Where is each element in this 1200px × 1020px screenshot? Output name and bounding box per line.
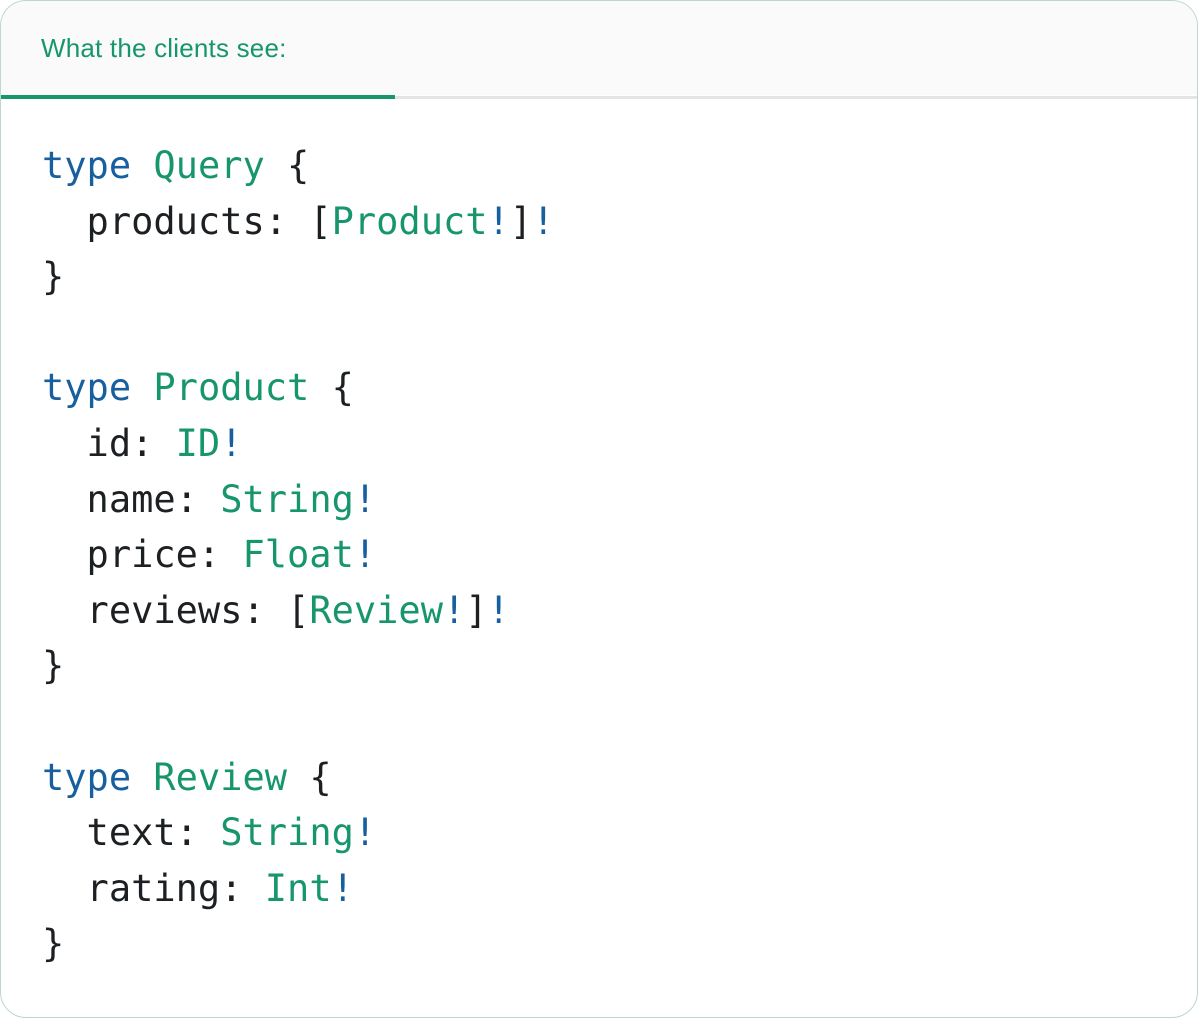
tab-bar: What the clients see: bbox=[1, 1, 1197, 95]
code-token: ! bbox=[220, 421, 243, 465]
code-token: Query bbox=[153, 144, 265, 187]
code-line: price: Float! bbox=[42, 527, 1167, 583]
code-token: } bbox=[42, 922, 65, 966]
code-token: id: bbox=[42, 421, 176, 465]
code-token: ! bbox=[353, 477, 377, 521]
code-line: rating: Int! bbox=[42, 861, 1167, 917]
code-token: } bbox=[42, 644, 65, 688]
code-token: { bbox=[287, 755, 332, 799]
code-token: [ bbox=[287, 588, 310, 632]
code-token: Int bbox=[264, 866, 332, 910]
code-token: type bbox=[42, 755, 132, 799]
code-token: ID bbox=[175, 421, 221, 465]
code-line: name: String! bbox=[42, 472, 1167, 528]
code-line: type Review { bbox=[42, 750, 1167, 806]
code-token: String bbox=[220, 811, 354, 855]
code-token: name: bbox=[42, 477, 221, 521]
code-token: type bbox=[42, 366, 132, 410]
tab-label: What the clients see: bbox=[41, 32, 287, 63]
code-token: ! bbox=[487, 199, 510, 243]
code-token: text: bbox=[42, 811, 221, 855]
code-token: ! bbox=[353, 811, 377, 855]
code-token bbox=[131, 144, 153, 187]
code-block: type Query { products: [Product!]!} type… bbox=[1, 95, 1197, 972]
code-line: products: [Product!]! bbox=[42, 194, 1167, 250]
code-token: { bbox=[264, 144, 310, 187]
tab-what-clients-see[interactable]: What the clients see: bbox=[1, 1, 287, 95]
code-token: ! bbox=[353, 533, 377, 577]
code-token bbox=[131, 756, 153, 799]
code-token: Review bbox=[309, 588, 443, 632]
code-token: ! bbox=[442, 588, 466, 632]
code-line: type Product { bbox=[42, 360, 1167, 416]
code-token: ! bbox=[532, 199, 555, 243]
code-token: products: bbox=[42, 199, 310, 243]
code-token bbox=[131, 366, 153, 409]
code-token: reviews: bbox=[42, 588, 288, 632]
code-token: ! bbox=[331, 866, 354, 910]
code-token: rating: bbox=[42, 866, 265, 910]
code-token: ] bbox=[465, 588, 488, 632]
active-tab-underline bbox=[1, 95, 395, 99]
code-line: } bbox=[42, 638, 1167, 694]
code-token: String bbox=[220, 477, 354, 521]
code-line: id: ID! bbox=[42, 416, 1167, 472]
code-token: type bbox=[42, 144, 132, 187]
tab-bar-divider bbox=[1, 96, 1197, 99]
code-token: Float bbox=[242, 533, 354, 577]
code-token: Product bbox=[153, 366, 310, 410]
code-token: ! bbox=[487, 588, 510, 632]
code-token: ] bbox=[509, 199, 533, 243]
code-token: price: bbox=[42, 533, 243, 577]
code-line bbox=[42, 305, 1167, 361]
code-line bbox=[42, 694, 1167, 750]
code-line: reviews: [Review!]! bbox=[42, 583, 1167, 639]
code-line: text: String! bbox=[42, 805, 1167, 861]
code-token: Review bbox=[153, 755, 288, 799]
code-token: { bbox=[309, 366, 354, 410]
code-line: } bbox=[42, 916, 1167, 972]
code-line: } bbox=[42, 249, 1167, 305]
code-token: [ bbox=[309, 199, 332, 243]
code-token: Product bbox=[331, 199, 488, 243]
code-token: } bbox=[42, 255, 65, 299]
code-line: type Query { bbox=[42, 138, 1167, 194]
